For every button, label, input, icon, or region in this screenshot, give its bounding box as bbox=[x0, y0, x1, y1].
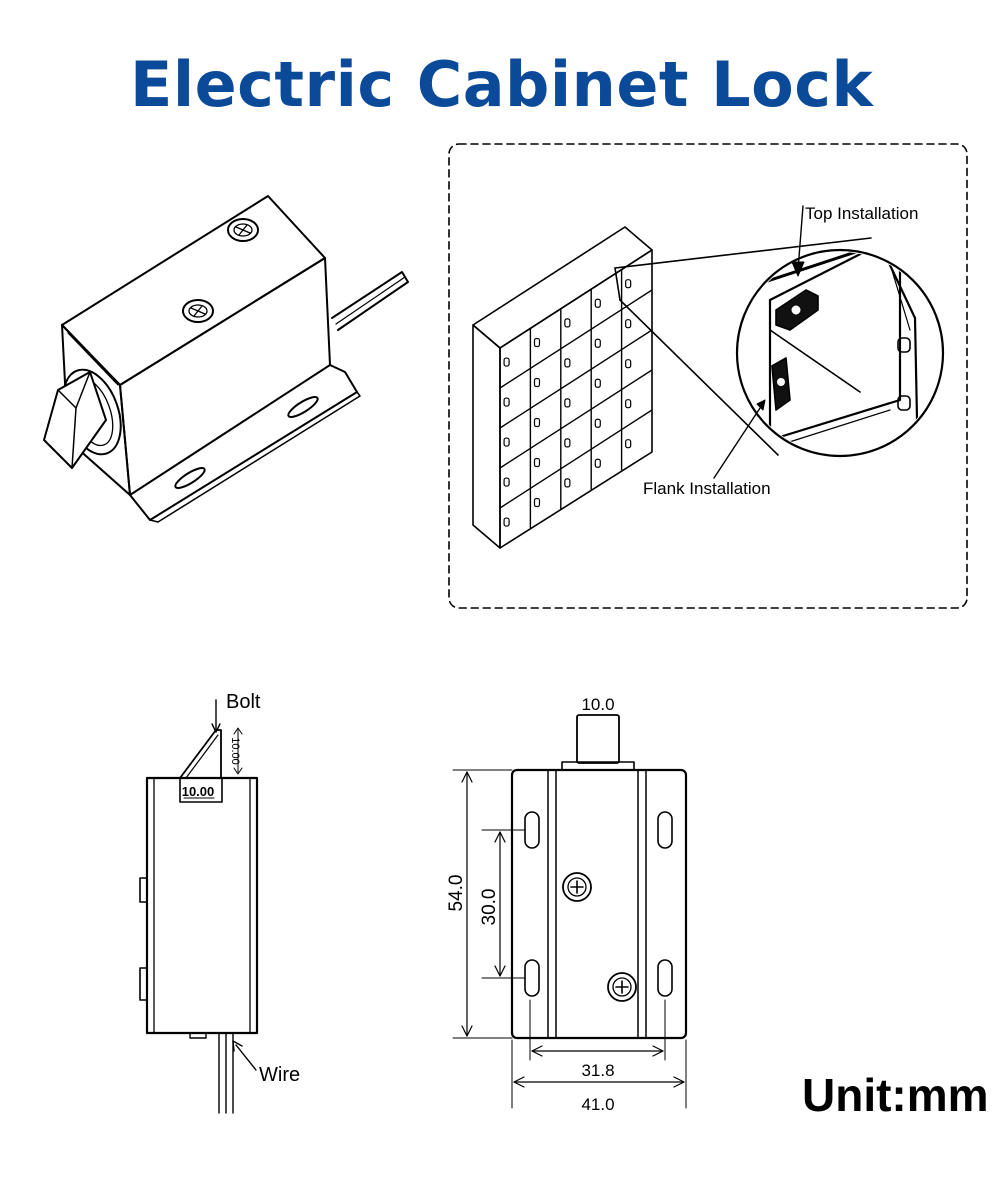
zoom-detail-circle bbox=[735, 248, 945, 458]
cabinet-row-line bbox=[499, 409, 653, 509]
hole-spacing-dim: 30.0 bbox=[479, 889, 500, 926]
locker-handle-icon bbox=[564, 358, 571, 368]
locker-handle-icon bbox=[533, 497, 541, 508]
locker-handle-icon bbox=[533, 377, 541, 388]
screw-icon bbox=[227, 218, 259, 242]
locker-handle-icon bbox=[503, 517, 510, 527]
page-title: Electric Cabinet Lock bbox=[130, 48, 874, 121]
locker-handle-icon bbox=[594, 298, 601, 308]
bolt-height-dim: 10.00 bbox=[229, 737, 241, 765]
locker-handle-icon bbox=[564, 318, 571, 328]
locker-handle-icon bbox=[503, 437, 510, 447]
locker-handle-icon bbox=[594, 378, 601, 388]
unit-label: Unit:mm bbox=[802, 1069, 989, 1121]
locker-handle-icon bbox=[503, 477, 510, 487]
height-dim: 54.0 bbox=[446, 875, 467, 912]
locker-handle-icon bbox=[594, 458, 601, 468]
screw-icon bbox=[607, 972, 637, 1002]
flank-installation-label: Flank Installation bbox=[643, 479, 771, 498]
locker-handle-icon bbox=[564, 398, 571, 408]
bolt-icon bbox=[43, 371, 107, 469]
lock-isometric-illustration bbox=[43, 195, 409, 523]
bolt-width-dim: 10.00 bbox=[182, 784, 215, 799]
wire-label: Wire bbox=[259, 1064, 300, 1086]
locker-handle-icon bbox=[625, 399, 632, 409]
installation-panel: Top Installation Flank Installation bbox=[448, 143, 968, 609]
locker-cabinet-illustration bbox=[472, 226, 653, 549]
locker-handle-icon bbox=[564, 438, 571, 448]
locker-handle-icon bbox=[533, 417, 541, 428]
locker-handle-icon bbox=[533, 457, 541, 468]
locker-handle-icon bbox=[564, 478, 571, 488]
locker-handle-icon bbox=[625, 359, 632, 369]
locker-handle-icon bbox=[594, 418, 601, 428]
cabinet-row-line bbox=[499, 329, 653, 429]
locker-handle-icon bbox=[625, 439, 632, 449]
locker-handle-icon bbox=[503, 357, 510, 367]
side-view-drawing: Bolt 10.00 10.00 Wire bbox=[139, 691, 300, 1114]
locker-handle-icon bbox=[625, 319, 632, 329]
locker-handle-icon bbox=[625, 279, 632, 289]
screw-icon bbox=[182, 299, 214, 323]
bolt-label: Bolt bbox=[226, 691, 261, 713]
slot-spacing-dim: 31.8 bbox=[581, 1061, 614, 1080]
locker-handle-icon bbox=[503, 397, 510, 407]
cabinet-row-line bbox=[499, 289, 653, 389]
front-view-drawing: 10.0 54.0 30.0 3 bbox=[446, 695, 688, 1114]
width-dim: 41.0 bbox=[581, 1095, 614, 1114]
top-installation-label: Top Installation bbox=[805, 204, 918, 223]
locker-handle-icon bbox=[594, 338, 601, 348]
locker-handle-icon bbox=[533, 337, 541, 348]
bolt-width-dim-front: 10.0 bbox=[581, 695, 614, 714]
cabinet-row-line bbox=[499, 369, 653, 469]
screw-icon bbox=[562, 872, 592, 902]
